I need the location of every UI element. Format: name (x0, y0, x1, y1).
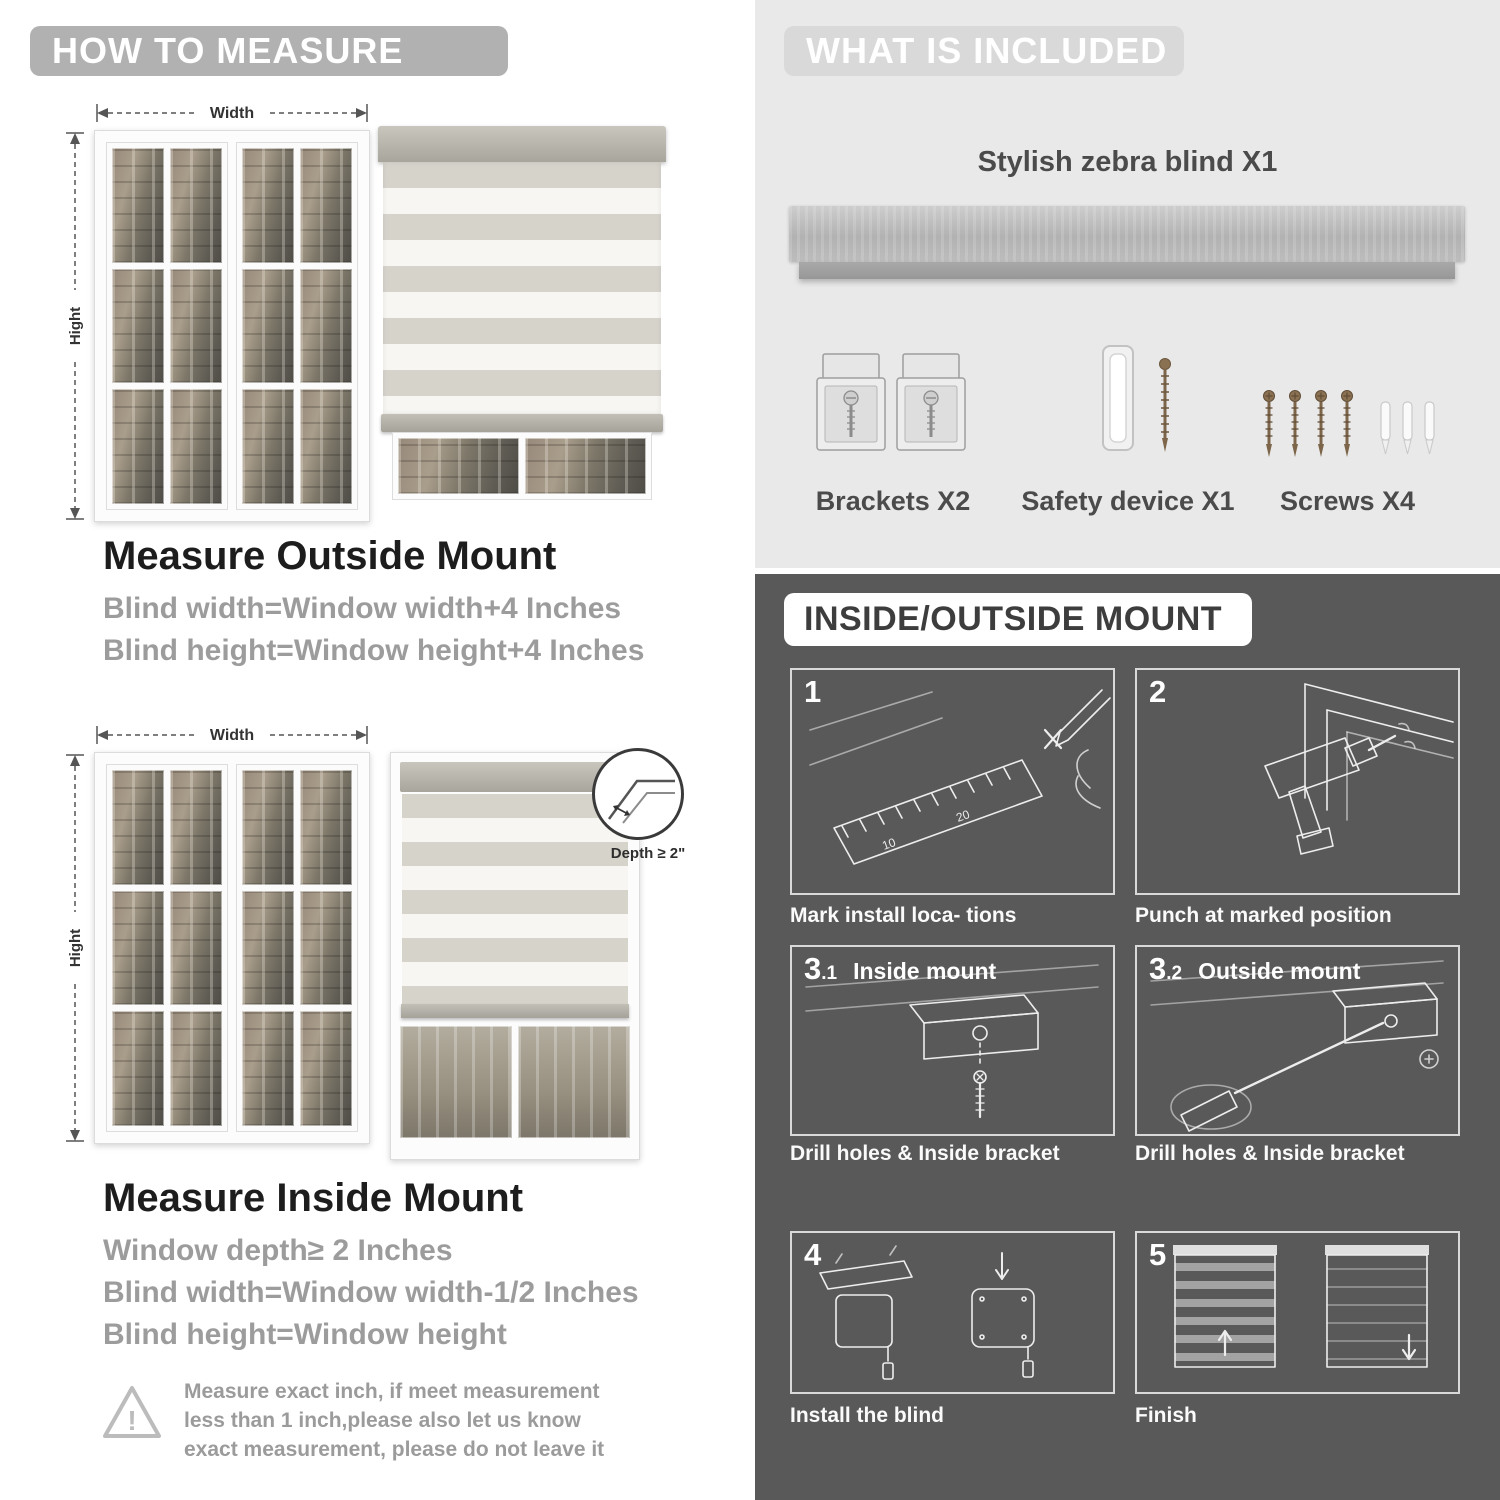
blind-bottom-rail (401, 1004, 629, 1018)
window-under-blind (392, 432, 652, 500)
ruler-mark-10: 10 (880, 835, 898, 853)
width-label: Width (210, 105, 254, 122)
blind-stripes (402, 794, 628, 1004)
screws-icon (1263, 390, 1435, 457)
inside-outside-mount-header: INSIDE/OUTSIDE MOUNT (784, 593, 1252, 646)
step-5-number: 5 (1149, 1237, 1167, 1272)
outside-mount-note-1: Blind width=Window width+4 Inches (103, 592, 622, 625)
window-corner-detail-icon (607, 779, 675, 824)
step-3-1-number: 3.1 Inside mount (804, 951, 997, 986)
step-1-box: 1 10 20 (790, 668, 1115, 895)
window-glass-under-blind (400, 1018, 630, 1138)
blind-bottom-rail (381, 414, 663, 432)
step-5-box: 5 (1135, 1231, 1460, 1394)
what-is-included-section: WHAT IS INCLUDED Stylish zebra blind X1 (755, 0, 1500, 568)
window-outside-figure: Width Hight (62, 100, 372, 525)
step-3-2-box: 3.2 Outside mount (1135, 945, 1460, 1136)
window-casement (236, 764, 358, 1132)
safety-device-icon (1102, 345, 1171, 452)
height-arrow: Hight (66, 132, 84, 520)
bracket-screw-icon (805, 964, 1099, 1119)
blind-stripes (383, 162, 661, 414)
step-2-caption: Punch at marked position (1135, 904, 1392, 927)
window-frame (94, 752, 370, 1144)
wall-anchors (1380, 401, 1435, 455)
inside-mount-note-3: Blind height=Window height (103, 1318, 507, 1351)
step-4-number: 4 (804, 1237, 822, 1272)
step-2-number: 2 (1149, 674, 1167, 709)
outside-mount-heading: Measure Outside Mount (103, 534, 557, 578)
window-casement (236, 142, 358, 510)
drill-icon (1264, 683, 1454, 855)
depth-label: Depth ≥ 2" (610, 845, 686, 862)
item-label-brackets: Brackets X2 (815, 486, 971, 516)
warning-exclamation: ! (127, 1405, 136, 1436)
item-label-safety-device: Safety device X1 (1021, 486, 1235, 516)
inside-outside-mount-section: INSIDE/OUTSIDE MOUNT 1 10 20 Mark instal… (755, 574, 1500, 1500)
step-1-number: 1 (804, 674, 822, 709)
height-label: Hight (67, 929, 84, 967)
depth-detail-circle (592, 748, 684, 840)
width-label: Width (210, 727, 254, 744)
zebra-blind-rail-image (789, 206, 1465, 284)
inside-mount-heading: Measure Inside Mount (103, 1176, 524, 1220)
window-frame (94, 130, 370, 522)
warning-icon: ! (103, 1386, 161, 1438)
screwdriver-bracket-icon (1150, 960, 1444, 1132)
step-4-box: 4 (790, 1231, 1115, 1394)
product-label: Stylish zebra blind X1 (977, 146, 1278, 178)
step-3-1-title: Inside mount (853, 958, 997, 984)
blind-cassette (400, 762, 630, 792)
rail-bottom-lip (799, 262, 1455, 279)
how-to-measure-header: HOW TO MEASURE (30, 26, 508, 76)
item-label-screws: Screws X4 (1279, 486, 1416, 516)
step-3-2-number: 3.2 Outside mount (1149, 951, 1361, 986)
step-3-1-box: 3.1 Inside mount (790, 945, 1115, 1136)
blind-cassette (378, 126, 666, 162)
step-3-2-caption: Drill holes & Inside bracket (1135, 1142, 1405, 1165)
inside-mount-note-1: Window depth≥ 2 Inches (103, 1234, 453, 1267)
finish-blinds-icon (1173, 1245, 1429, 1368)
window-inside-figure: Width Hight (62, 722, 372, 1147)
window-casement (106, 764, 228, 1132)
step-5-caption: Finish (1135, 1404, 1197, 1427)
window-casement (106, 142, 228, 510)
width-arrow: Width (96, 104, 368, 122)
step-3-2-title: Outside mount (1198, 958, 1361, 984)
install-blind-icon (819, 1245, 1035, 1380)
height-arrow: Hight (66, 754, 84, 1142)
step-1-caption: Mark install loca- tions (790, 904, 1017, 927)
height-label: Hight (67, 307, 84, 345)
step-4-caption: Install the blind (790, 1404, 945, 1427)
zebra-blind-outside-figure (378, 126, 666, 500)
brackets-icon (816, 353, 966, 451)
zebra-blind-inside-figure (390, 752, 640, 1160)
what-is-included-header: WHAT IS INCLUDED (784, 26, 1184, 76)
width-arrow: Width (96, 726, 368, 744)
warning-text: Measure exact inch, if meet measurement … (184, 1380, 605, 1461)
ruler-marking-icon: 10 20 (809, 689, 1111, 865)
step-2-box: 2 (1135, 668, 1460, 895)
step-3-1-caption: Drill holes & Inside bracket (790, 1142, 1060, 1165)
outside-mount-note-2: Blind height=Window height+4 Inches (103, 634, 645, 667)
rail-top-face (789, 206, 1465, 262)
ruler-mark-20: 20 (954, 807, 972, 825)
inside-mount-note-2: Blind width=Window width-1/2 Inches (103, 1276, 639, 1309)
